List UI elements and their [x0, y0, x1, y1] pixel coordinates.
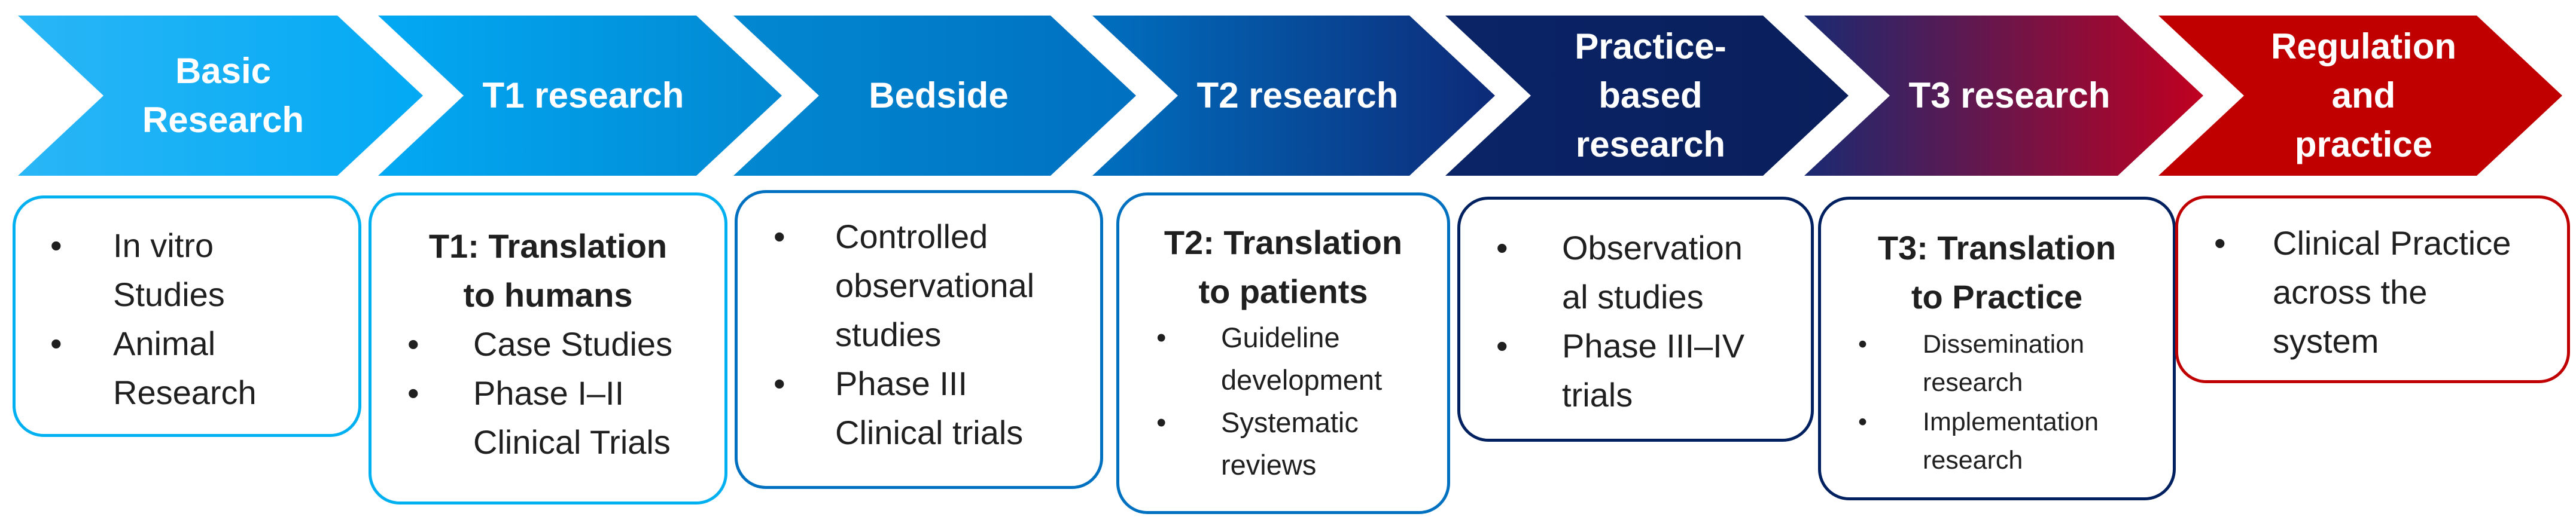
chevron-regulation-and-practice [2158, 16, 2562, 176]
box-regulation: Clinical Practice across the system [2175, 195, 2570, 383]
box-t3-translation: T3: Translation to Practice Disseminatio… [1818, 197, 2176, 500]
bullet-list: Guideline development Systematic reviews [1119, 316, 1447, 486]
bullet-list: Observation al studies Phase III–IV tria… [1460, 224, 1811, 420]
list-item: Phase I–II Clinical Trials [372, 369, 724, 467]
chevron-practice-based-research [1445, 16, 1849, 176]
chevron-label-practice-based-research: Practice- based research [1575, 26, 1727, 164]
box-title: T3: Translation to Practice [1877, 229, 2117, 316]
box-bedside: Controlled observational studies Phase I… [735, 190, 1103, 489]
list-item: Systematic reviews [1119, 401, 1447, 486]
chevron-t1-research [378, 16, 782, 176]
list-item: Phase III–IV trials [1460, 322, 1811, 420]
list-item: Animal Research [16, 319, 358, 417]
chevron-label-regulation-and-practice: Regulation and practice [2271, 26, 2456, 164]
list-item: Clinical Practice across the system [2178, 219, 2567, 366]
bullet-list: Controlled observational studies Phase I… [738, 212, 1100, 457]
chevron-t3-research [1804, 16, 2203, 176]
list-item: Observation al studies [1460, 224, 1811, 322]
list-item: Dissemination research [1821, 325, 2173, 402]
list-item: Guideline development [1119, 316, 1447, 401]
list-item: Implementation research [1821, 403, 2173, 479]
chevron-basic-research [18, 16, 423, 176]
list-item: Controlled observational studies [738, 212, 1100, 359]
bullet-list: Case Studies Phase I–II Clinical Trials [372, 320, 724, 467]
box-practice-based: Observation al studies Phase III–IV tria… [1457, 197, 1814, 442]
box-t2-translation: T2: Translation to patients Guideline de… [1116, 192, 1450, 514]
chevron-label-t1-research: T1 research [482, 75, 684, 115]
list-item: Case Studies [372, 320, 724, 369]
box-title: T1: Translation to humans [428, 227, 668, 314]
box-title: T2: Translation to patients [1164, 224, 1403, 310]
bullet-list: In vitro Studies Animal Research [16, 221, 358, 417]
bullet-list: Dissemination research Implementation re… [1821, 325, 2173, 479]
chevron-t2-research [1092, 16, 1495, 176]
chevron-label-bedside: Bedside [869, 75, 1009, 115]
list-item: Phase III Clinical trials [738, 359, 1100, 457]
chevron-label-basic-research: Basic Research [142, 51, 305, 140]
chevron-bedside [733, 16, 1136, 176]
bullet-list: Clinical Practice across the system [2178, 219, 2567, 366]
box-basic-research: In vitro Studies Animal Research [13, 195, 361, 437]
box-t1-translation: T1: Translation to humans Case Studies P… [369, 192, 727, 504]
list-item: In vitro Studies [16, 221, 358, 319]
chevron-label-t3-research: T3 research [1908, 75, 2111, 115]
chevron-label-t2-research: T2 research [1196, 75, 1399, 115]
